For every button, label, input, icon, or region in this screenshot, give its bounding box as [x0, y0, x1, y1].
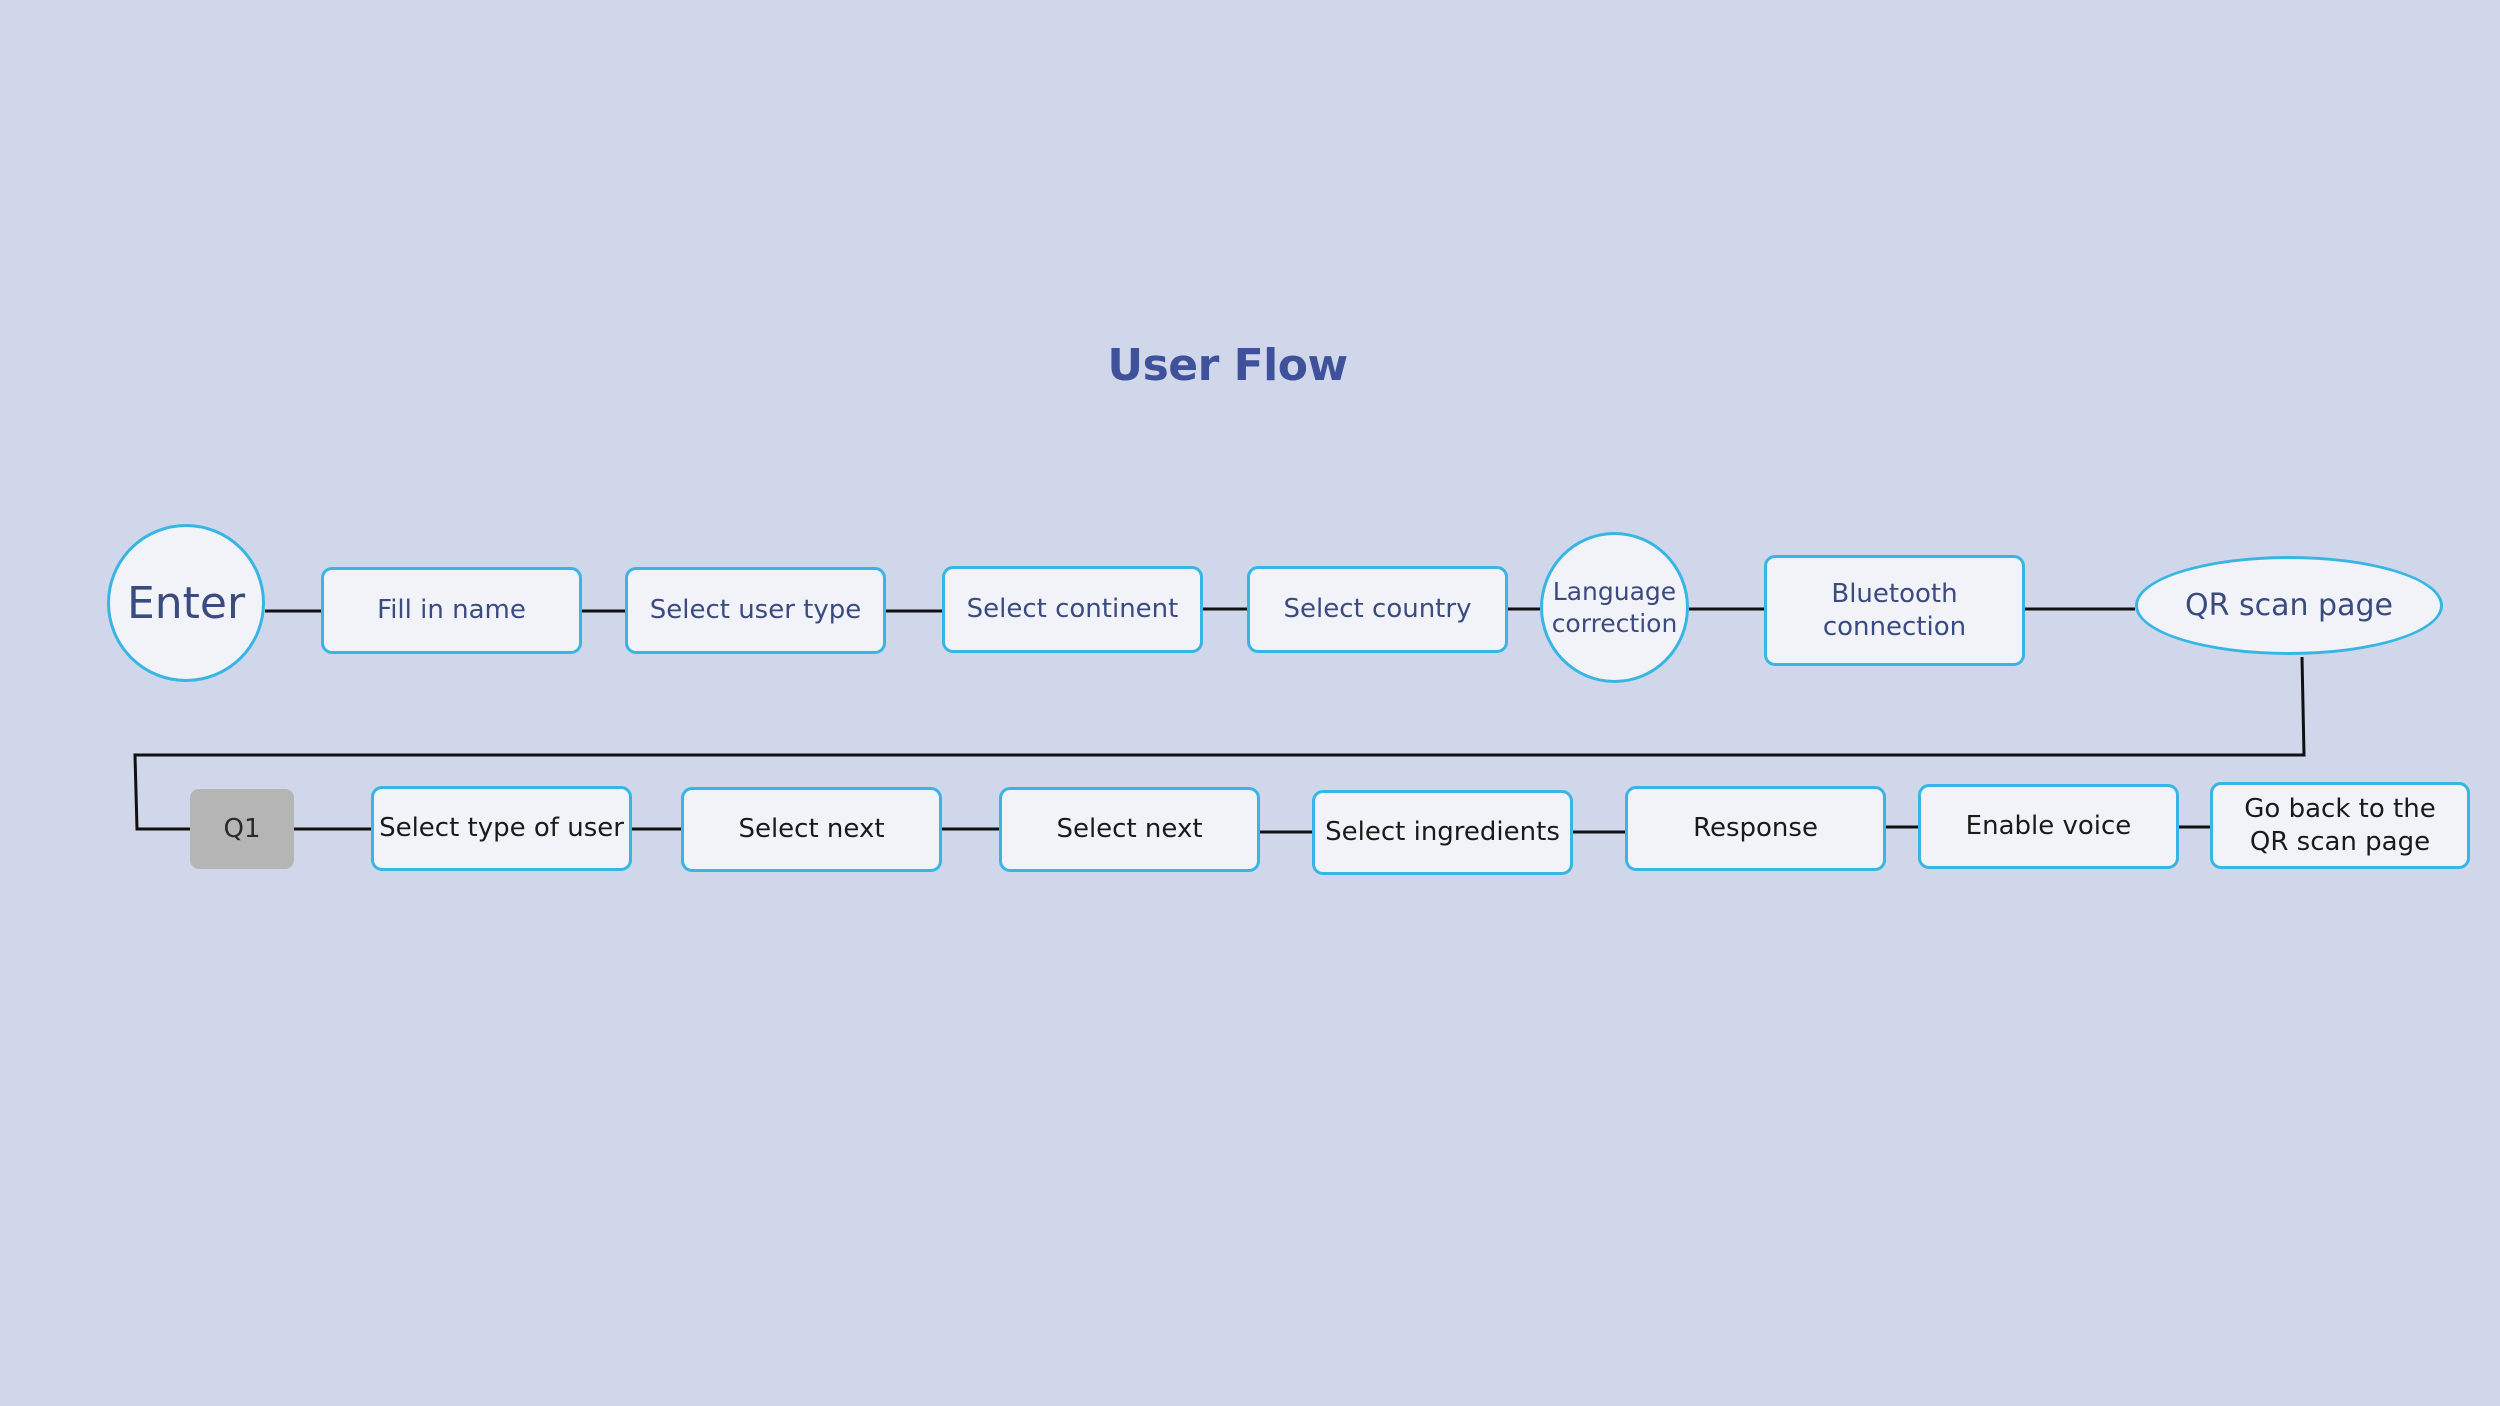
node-enter: Enter [107, 524, 265, 682]
diagram-title: User Flow [1107, 340, 1348, 391]
node-go-back-to-qr-scan-page: Go back to the QR scan page [2210, 782, 2470, 869]
node-select-user-type: Select user type [625, 567, 886, 654]
node-language-correction: Language correction [1540, 532, 1689, 683]
node-select-ingredients: Select ingredients [1312, 790, 1573, 875]
node-select-next-2: Select next [999, 787, 1260, 872]
node-bluetooth-connection: Bluetooth connection [1764, 555, 2025, 666]
node-select-country: Select country [1247, 566, 1508, 653]
node-response: Response [1625, 786, 1886, 871]
node-qr-scan-page: QR scan page [2135, 556, 2443, 655]
node-q1: Q1 [190, 789, 294, 869]
node-enable-voice: Enable voice [1918, 784, 2179, 869]
node-select-continent: Select continent [942, 566, 1203, 653]
node-select-type-of-user: Select type of user [371, 786, 632, 871]
connector-qr-wrap [133, 656, 2306, 831]
node-select-next-1: Select next [681, 787, 942, 872]
node-fill-in-name: Fill in name [321, 567, 582, 654]
